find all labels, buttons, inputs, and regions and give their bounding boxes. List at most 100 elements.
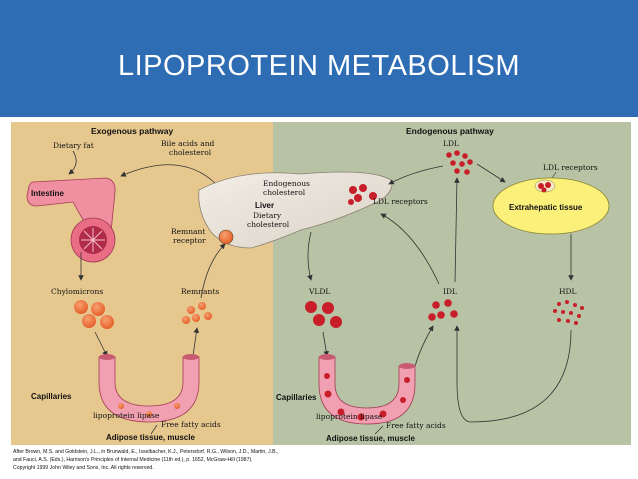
free-fatty-acids-label-exo: Free fatty acids (161, 420, 221, 429)
lipoprotein-lipase-label-exo: lipoprotein lipase (93, 411, 160, 420)
citation-line-3: Copyright 1999 John Wiley and Sons, Inc.… (13, 465, 154, 471)
hdl-particle (569, 311, 573, 315)
hdl-particles (553, 300, 584, 325)
hdl-label: HDL (559, 287, 577, 296)
hdl-particle (557, 318, 561, 322)
idl-particle (450, 310, 458, 318)
idl-particle (444, 299, 452, 307)
endogenous-heading: Endogenous pathway (406, 126, 494, 136)
adipose-label-endo: Adipose tissue, muscle (326, 434, 415, 443)
hdl-particle (553, 309, 557, 313)
extrahepatic-tissue: Extrahepatic tissue (492, 177, 610, 235)
liver: Endogenous cholesterol LDL receptors Liv… (198, 171, 428, 249)
liver-ldl-particles (348, 184, 377, 205)
vldl-particle (313, 314, 325, 326)
vldl-particle (322, 302, 334, 314)
bile-acids-label-2: cholesterol (169, 148, 212, 157)
capillaries-label-exo: Capillaries (31, 392, 72, 401)
ldl-label: LDL (443, 139, 459, 148)
free-fatty-acids-arrow-exo (150, 424, 158, 435)
ldl-to-liver-arrow (388, 165, 444, 185)
extrahepatic-label: Extrahepatic tissue (509, 203, 583, 212)
bile-acids-label: Bile acids and (161, 139, 215, 148)
remnant-receptor-label: Remnant (171, 227, 205, 236)
exogenous-panel (11, 122, 273, 445)
citation-panel (11, 445, 631, 474)
hdl-particle (561, 310, 565, 314)
liver-label: Liver (255, 201, 274, 210)
slide-title: LIPOPROTEIN METABOLISM (117, 50, 521, 82)
capillaries-to-remnants-arrow (192, 327, 200, 357)
liver-ldl-receptors-label: LDL receptors (373, 197, 428, 206)
dietary-fat-label: Dietary fat (53, 141, 94, 150)
ldl-receptors-label-right: LDL receptors (543, 163, 598, 172)
ldl-particle (454, 168, 460, 174)
ldl-particle (464, 169, 470, 175)
ldl-particles (446, 150, 473, 175)
remnant-particles (182, 302, 212, 324)
chylomicron-particle (74, 300, 88, 314)
ldl-particle (459, 161, 465, 167)
chylomicron-particle (91, 302, 105, 316)
hdl-particle (565, 300, 569, 304)
vldl-particles (305, 301, 342, 328)
vldl-to-capillaries-arrow (322, 331, 329, 357)
adipose-label-exo: Adipose tissue, muscle (106, 433, 195, 442)
idl-to-ldl-arrow (454, 177, 460, 283)
title-bar: LIPOPROTEIN METABOLISM (0, 0, 638, 117)
remnants-to-liver-arrow (200, 243, 226, 299)
chylomicron-particle (82, 314, 96, 328)
hdl-particle (574, 321, 578, 325)
ldl-particle (462, 153, 468, 159)
idl-particles (428, 299, 458, 321)
capillaries-exogenous (98, 354, 200, 423)
intestine-label: Intestine (31, 189, 64, 198)
idl-particle (432, 301, 440, 309)
hdl-particle (573, 303, 577, 307)
chylomicrons-to-capillaries-arrow (94, 331, 108, 357)
ldl-particle (450, 160, 456, 166)
capillaries-endogenous (318, 354, 416, 425)
remnant-particle (182, 316, 190, 324)
capillaries-to-idl-arrow (414, 325, 434, 367)
remnant-particle (204, 312, 212, 320)
remnant-particle (187, 306, 195, 314)
ldl-particle (467, 159, 473, 165)
hdl-particle (557, 302, 561, 306)
endogenous-chol-label-2: cholesterol (263, 188, 306, 197)
chylomicron-particles (74, 300, 114, 329)
citation-line-2: and Fauci, A.S. (Eds.), Harrison's Princ… (13, 457, 253, 463)
dietary-fat-arrow (68, 150, 77, 175)
idl-particle (428, 313, 436, 321)
hdl-particle (580, 306, 584, 310)
idl-to-liver-arrow (380, 213, 440, 285)
remnants-label: Remnants (181, 287, 219, 296)
citation-line-1: After Brown, M.S. and Goldstein, J.L., i… (13, 449, 279, 455)
free-fatty-acids-arrow-endo (374, 425, 384, 435)
hdl-particle (577, 314, 581, 318)
liver-to-vldl-arrow (307, 231, 313, 281)
lipoprotein-diagram: Exogenous pathway Dietary fat Bile acids… (11, 122, 631, 474)
intestine: Intestine (26, 177, 116, 263)
dietary-chol-label: Dietary (253, 211, 282, 220)
ldl-to-extrahepatic-arrow (476, 163, 506, 183)
idl-label: IDL (443, 287, 457, 296)
remnant-receptor-label-2: receptor (173, 236, 206, 245)
vldl-particle (305, 301, 317, 313)
hdl-to-idl-arrow (454, 325, 572, 423)
idl-particle (437, 311, 445, 319)
vldl-particle (330, 316, 342, 328)
bile-acids-arrow (120, 164, 217, 185)
free-fatty-acids-label-endo: Free fatty acids (386, 421, 446, 430)
vldl-label: VLDL (308, 287, 330, 296)
exogenous-heading: Exogenous pathway (91, 126, 173, 136)
chylomicrons-label: Chylomicrons (51, 287, 103, 296)
endogenous-chol-label: Endogenous (263, 179, 310, 188)
ldl-particle (454, 150, 460, 156)
remnant-particle (192, 314, 200, 322)
chylomicron-particle (100, 315, 114, 329)
lipoprotein-lipase-label-endo: lipoprotein lipase (316, 412, 383, 421)
capillaries-label-endo: Capillaries (276, 393, 317, 402)
dietary-chol-label-2: cholesterol (247, 220, 290, 229)
remnant-particle (198, 302, 206, 310)
